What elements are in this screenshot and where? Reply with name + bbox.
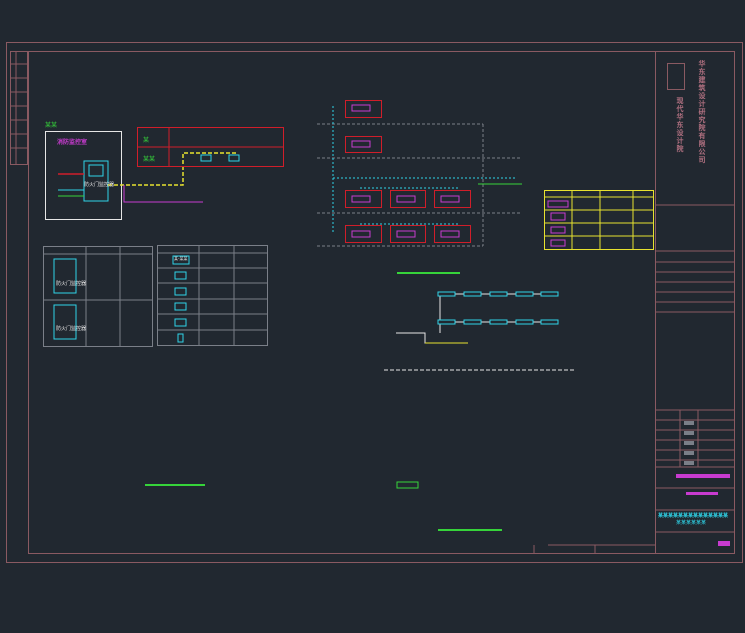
legend-right-symbols <box>172 255 190 343</box>
legend-item1-label: 防火门监控器 <box>56 281 87 287</box>
title-block <box>655 51 735 554</box>
feed-row2-label: 某某 <box>143 156 156 163</box>
legend-header-label: 某-某某 <box>174 256 188 261</box>
drawing-subtitle: 某某某某某某 <box>676 520 707 526</box>
title-block-fill <box>684 421 694 465</box>
area-label: 某某 <box>45 122 58 129</box>
revision-strip <box>10 51 28 165</box>
outer-frame <box>6 42 743 563</box>
legend-item2-label: 防火门监控器 <box>56 326 87 332</box>
legend-left-table <box>43 246 153 347</box>
company-name: 华东建筑设计研究院有限公司 <box>698 60 706 164</box>
legend-right-table <box>157 245 268 346</box>
riser-diagram <box>317 100 522 247</box>
signal-line <box>123 185 203 203</box>
legend-device-2 <box>53 304 77 340</box>
device-label: 防火门监控器 <box>84 182 115 188</box>
feed-panel <box>137 127 284 167</box>
drawing-title: 某某某某某某某某某某某某某某 <box>658 513 729 519</box>
schedule-table <box>544 190 654 250</box>
inner-frame <box>28 51 735 554</box>
company-sub: 现代华东设计院 <box>676 97 684 153</box>
legend-device-1 <box>53 258 77 294</box>
scale-bar-mid <box>396 481 419 489</box>
feed-line <box>108 152 238 186</box>
room-title: 消防监控室 <box>57 139 88 146</box>
monitor-device <box>83 160 109 202</box>
feed-row1-label: 某 <box>143 137 150 144</box>
control-room-box <box>45 131 122 220</box>
bus-network <box>396 291 559 344</box>
